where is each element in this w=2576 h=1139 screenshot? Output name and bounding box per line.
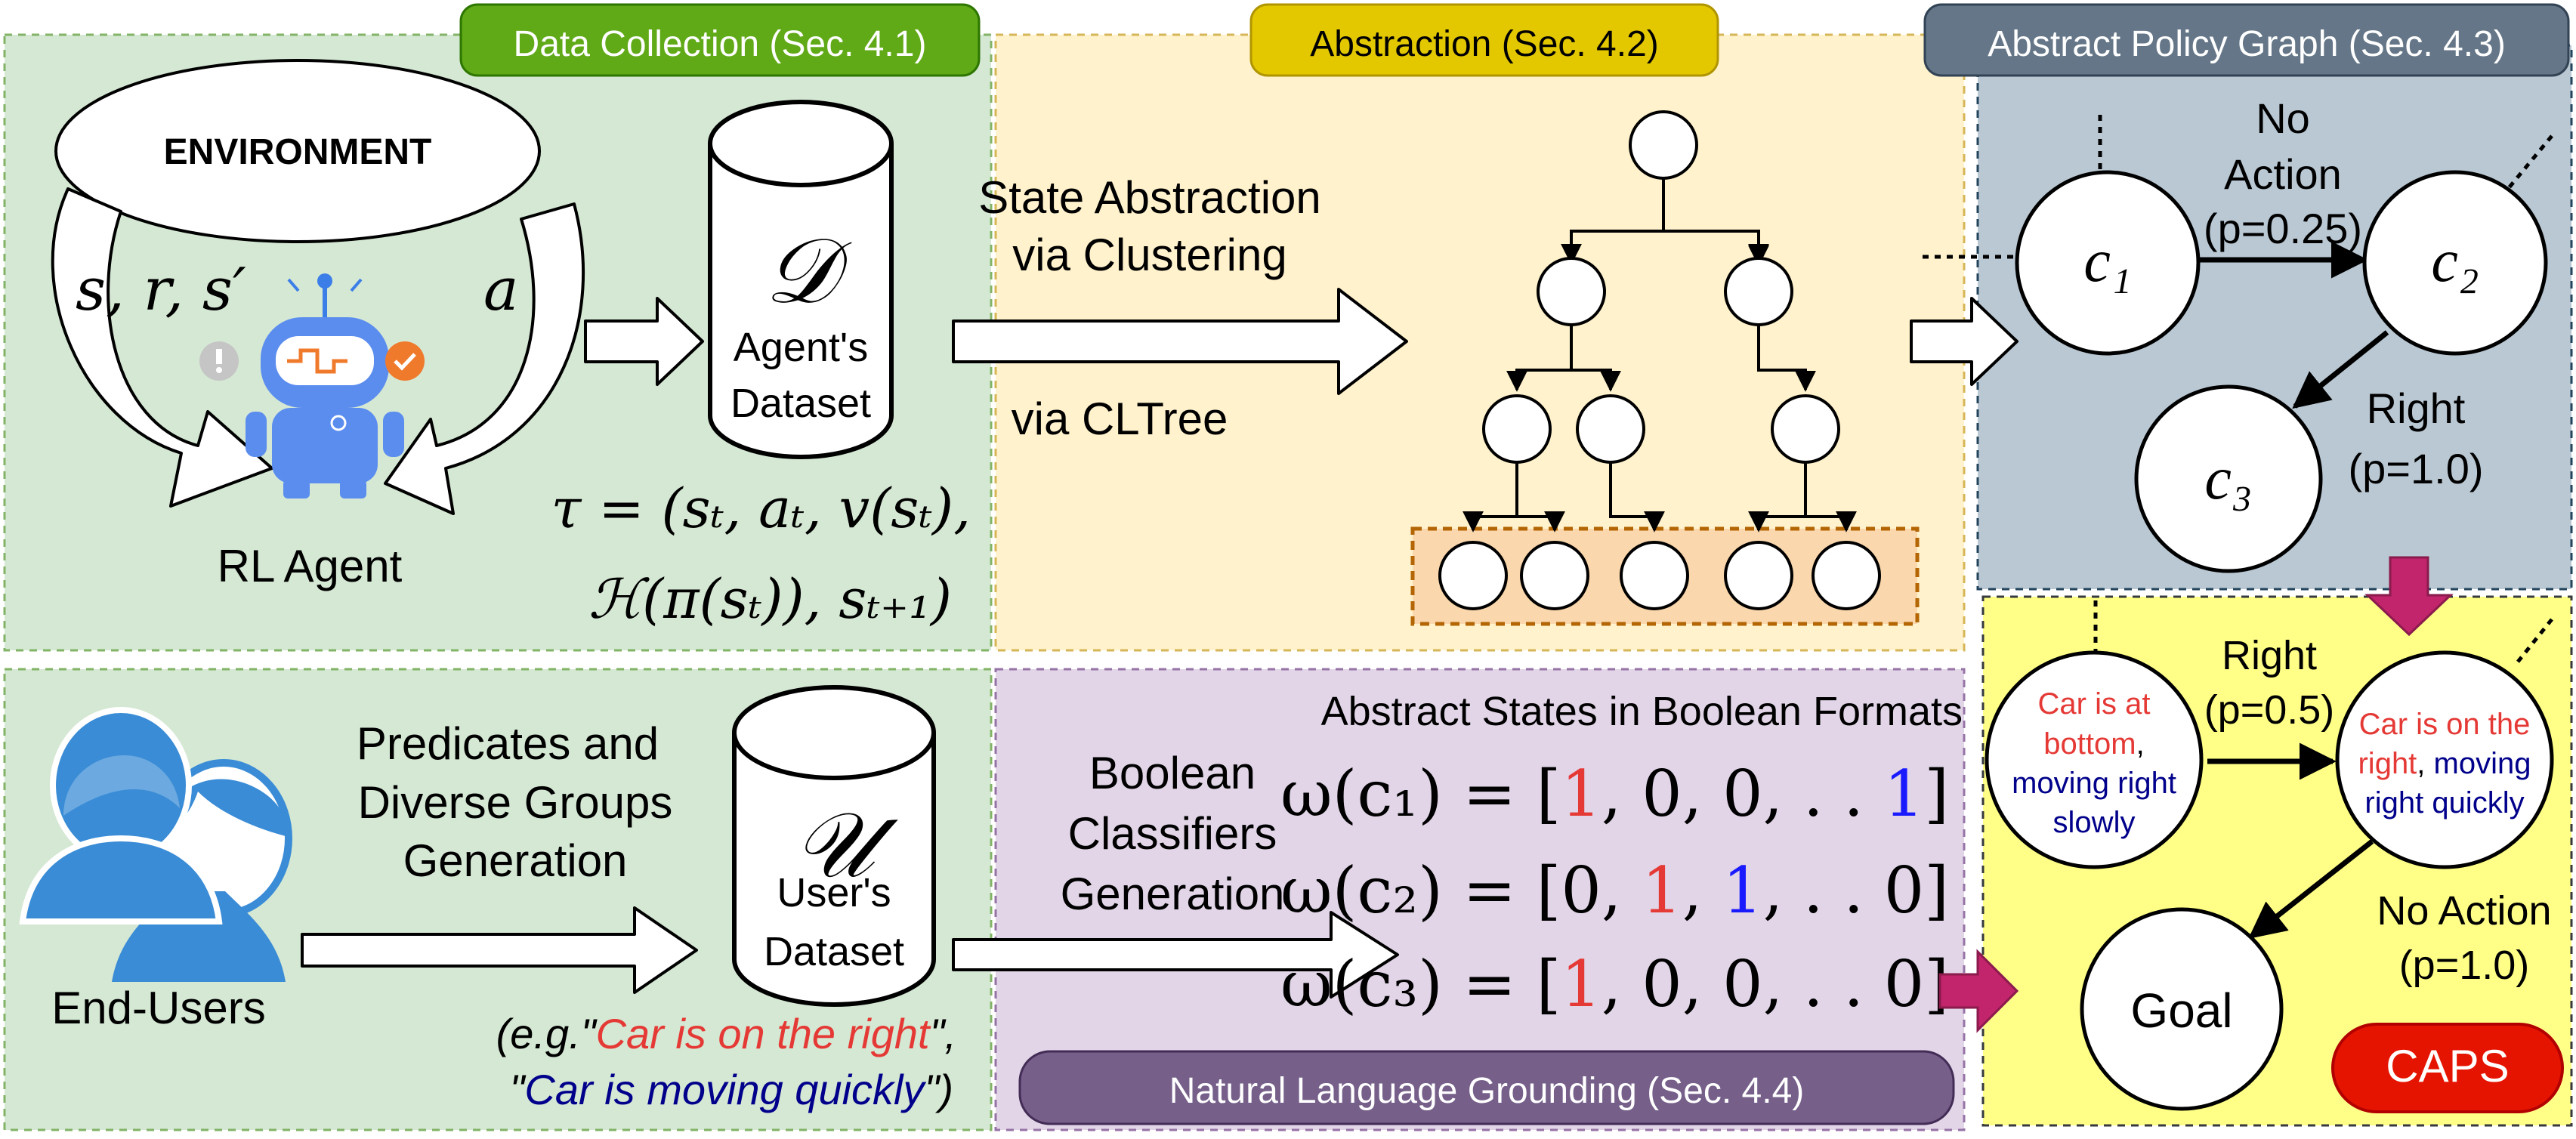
abstraction-title: Abstraction (Sec. 4.2) xyxy=(1249,3,1719,77)
caps-goal-label: Goal xyxy=(2130,983,2232,1038)
user-dataset-label-2: Dataset xyxy=(764,929,904,974)
edge-c2-c3-label-1: Right xyxy=(2367,384,2466,432)
to-policy-graph-arrow xyxy=(1910,297,2018,386)
caps-badge: CAPS xyxy=(2331,1023,2564,1113)
node-c2 xyxy=(2362,170,2548,356)
node-c1 xyxy=(2015,170,2201,356)
edge-c2-c3-label-2: (p=1.0) xyxy=(2349,445,2484,492)
edge-c1-c2-label-2: Action xyxy=(2224,150,2342,198)
svg-text:Abstraction (Sec. 4.2): Abstraction (Sec. 4.2) xyxy=(1310,24,1659,64)
caps-edge-1-label-1: Right xyxy=(2222,633,2317,678)
caps-edge-2-label-2: (p=1.0) xyxy=(2399,943,2530,988)
environment-label: ENVIRONMENT xyxy=(164,132,432,172)
omega-c3: ω(c₃) = [1, 0, 0, . . 0] xyxy=(1280,947,1949,1021)
caps-node-1-line-1: Car is at xyxy=(2038,687,2151,721)
abstraction-text-2: via Clustering xyxy=(1012,230,1287,280)
classifier-arrow xyxy=(952,911,1399,999)
user-dataset-cylinder xyxy=(732,685,936,1007)
to-user-dataset-arrow xyxy=(301,906,698,994)
classifier-text-2: Classifiers xyxy=(1068,808,1277,859)
node-c2-label: c₂ xyxy=(2431,228,2479,295)
abstraction-text-3: via CLTree xyxy=(1012,394,1228,444)
policy-graph-dotted-links xyxy=(1923,115,2553,259)
abstraction-text-1: State Abstraction xyxy=(978,172,1321,223)
warning-icon xyxy=(199,341,239,381)
action-arrow xyxy=(384,202,585,515)
caps-node-2 xyxy=(2335,650,2554,869)
node-c1-label: c₁ xyxy=(2083,228,2131,295)
edge-c2-c3 xyxy=(2292,330,2389,409)
tau-line-1: τ = (sₜ, aₜ, v(sₜ), xyxy=(551,477,971,540)
data-collection-title: Data Collection (Sec. 4.1) xyxy=(459,3,981,77)
environment-node xyxy=(54,59,541,243)
svg-text:Abstract Policy Graph (Sec. 4.: Abstract Policy Graph (Sec. 4.3) xyxy=(1988,24,2506,64)
caps-node-1-line-3: moving right xyxy=(2012,767,2176,800)
agent-dataset-label-1: Agent's xyxy=(734,325,868,370)
caps-dotted-links xyxy=(2093,600,2553,666)
users-gen-text-2: Diverse Groups xyxy=(358,777,673,828)
svg-text:CAPS: CAPS xyxy=(2386,1041,2509,1091)
policy-graph-title: Abstract Policy Graph (Sec. 4.3) xyxy=(1923,3,2570,77)
boolean-format-header: Abstract States in Boolean Formats xyxy=(1321,689,1963,734)
svg-text:Natural Language Grounding (Se: Natural Language Grounding (Sec. 4.4) xyxy=(1169,1071,1805,1111)
robot-icon xyxy=(246,273,404,499)
users-gen-text-3: Generation xyxy=(403,835,628,886)
observation-label: s, r, s′ xyxy=(76,256,246,324)
users-gen-text-1: Predicates and xyxy=(357,718,659,769)
agent-dataset-label-2: Dataset xyxy=(730,381,871,426)
edge-c1-c2-label-3: (p=0.25) xyxy=(2204,205,2362,252)
clustering-arrow xyxy=(952,288,1408,395)
grounding-title: Natural Language Grounding (Sec. 4.4) xyxy=(1018,1050,1955,1125)
classifier-text-3: Generation xyxy=(1061,869,1285,919)
caps-node-2-line-1: Car is on the xyxy=(2359,708,2531,741)
caps-node-1-line-4: slowly xyxy=(2053,806,2136,839)
example-line-2: "Car is moving quickly") xyxy=(510,1066,953,1113)
caps-node-1 xyxy=(1985,650,2204,869)
node-c3 xyxy=(2134,384,2323,573)
caps-edge-2-label-1: No Action xyxy=(2377,888,2551,934)
caps-goal-node xyxy=(2080,907,2284,1111)
to-agent-dataset-arrow xyxy=(584,297,704,386)
example-line-1: (e.g."Car is on the right", xyxy=(496,1010,956,1057)
svg-text:Data Collection (Sec. 4.1): Data Collection (Sec. 4.1) xyxy=(514,24,927,64)
cltree-nodes xyxy=(1438,110,1881,610)
rl-agent-label: RL Agent xyxy=(218,541,403,591)
caps-node-2-line-2: right, moving xyxy=(2358,747,2531,780)
agent-dataset-cylinder xyxy=(708,100,894,459)
user-dataset-label-1: User's xyxy=(777,870,891,915)
caps-node-1-line-2: bottom, xyxy=(2043,727,2144,761)
observation-arrow xyxy=(51,187,273,508)
classifier-text-1: Boolean xyxy=(1089,748,1256,798)
caps-edge-1-label-2: (p=0.5) xyxy=(2204,687,2335,733)
caps-edge-2 xyxy=(2248,839,2374,940)
action-label: a xyxy=(483,256,519,324)
end-users-icon xyxy=(19,707,293,982)
node-c3-label: c₃ xyxy=(2204,446,2252,512)
to-caps-right-arrow xyxy=(1938,949,2019,1033)
omega-c2: ω(c₂) = [0, 1, 1, . . 0] xyxy=(1280,853,1949,928)
check-icon xyxy=(385,341,425,381)
tau-line-2: ℋ(π(sₜ)), sₜ₊₁) xyxy=(588,567,952,631)
to-caps-arrow xyxy=(2364,556,2454,637)
edge-c1-c2-label-1: No xyxy=(2256,94,2310,142)
omega-c1: ω(c₁) = [1, 0, 0, . . 1] xyxy=(1280,757,1949,831)
cltree xyxy=(1463,178,1857,532)
end-users-label: End-Users xyxy=(51,983,265,1033)
caps-node-2-line-3: right quickly xyxy=(2364,786,2524,820)
